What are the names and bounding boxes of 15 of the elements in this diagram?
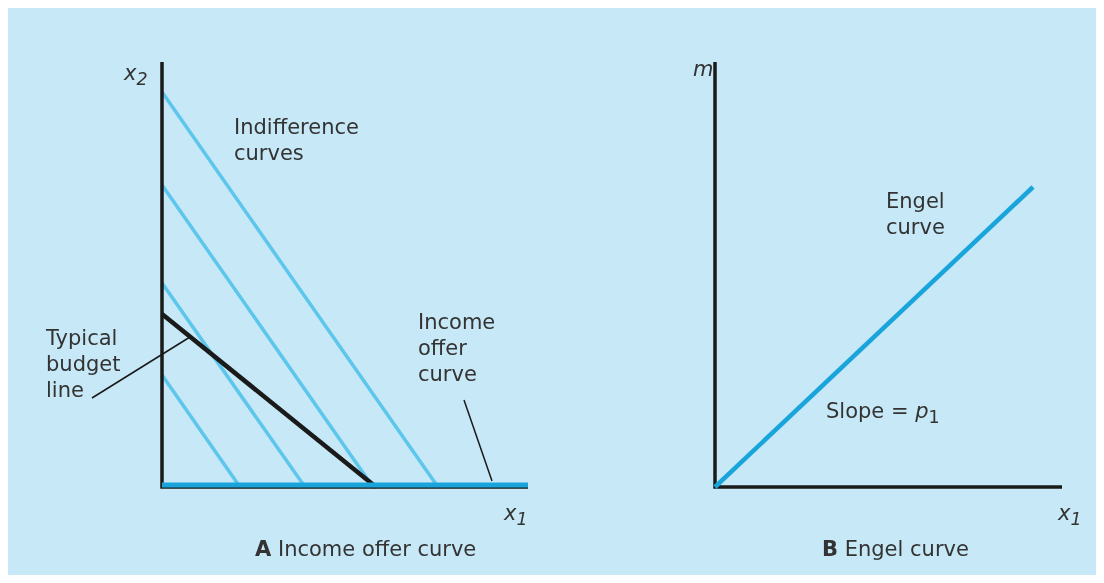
budget-line: [160, 312, 378, 489]
axis-label: m: [693, 56, 714, 82]
axis-label: x$_{2}$: [124, 60, 148, 92]
offer-curve-line: [162, 482, 528, 488]
axis-label: x$_{1}$: [504, 500, 528, 532]
leader-line: [91, 336, 191, 399]
panel-caption: B Engel curve: [822, 536, 969, 562]
axis-label: x$_{1}$: [1058, 500, 1082, 532]
curve-label: Engel curve: [886, 188, 946, 240]
leader-line: [463, 399, 493, 482]
curve-label: Typical budget line: [46, 325, 146, 403]
slope-label: Slope = p$_{1}$: [826, 398, 940, 430]
panel-caption: A Income offer curve: [255, 536, 477, 562]
curve-label: Income offer curve: [418, 309, 518, 387]
curve-label: Indifference curves: [234, 114, 360, 166]
